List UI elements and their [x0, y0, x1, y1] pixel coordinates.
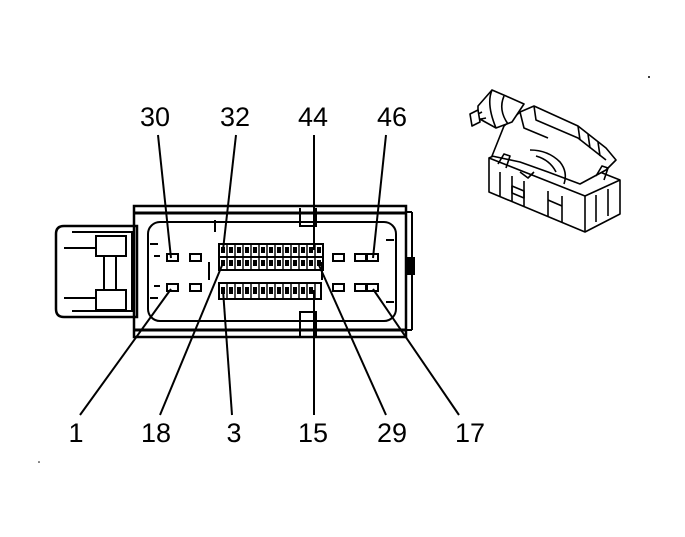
leader-line-17 — [372, 288, 460, 416]
outer-pin-cavities — [166, 253, 379, 292]
leader-line-30 — [157, 134, 172, 259]
lower-pin-grid — [218, 282, 322, 300]
pin-label-18: 18 — [141, 418, 171, 448]
leader-line-18 — [159, 262, 224, 416]
connector-body — [132, 204, 415, 339]
pin-label-44: 44 — [298, 102, 328, 132]
pin-label-15: 15 — [298, 418, 328, 448]
upper-pin-grid — [218, 243, 324, 271]
pin-label-3: 3 — [226, 418, 241, 448]
leader-line-29 — [317, 262, 387, 416]
connector-isometric-view — [469, 89, 621, 233]
pin-label-30: 30 — [140, 102, 170, 132]
leader-line-1 — [79, 288, 172, 416]
leader-line-46 — [372, 134, 387, 259]
pin-label-1: 1 — [68, 418, 83, 448]
leader-line-3 — [222, 289, 233, 416]
connector-face-view — [54, 204, 415, 339]
pin-label-46: 46 — [377, 102, 407, 132]
leader-lines — [79, 134, 460, 416]
pin-label-17: 17 — [455, 418, 485, 448]
connector-latch — [54, 224, 139, 319]
pin-label-32: 32 — [220, 102, 250, 132]
scan-specks — [38, 76, 650, 463]
top-pin-labels: 30 32 44 46 — [140, 102, 407, 132]
bottom-pin-labels: 1 18 3 15 29 17 — [68, 418, 485, 448]
pin-label-29: 29 — [377, 418, 407, 448]
leader-line-32 — [222, 134, 237, 251]
